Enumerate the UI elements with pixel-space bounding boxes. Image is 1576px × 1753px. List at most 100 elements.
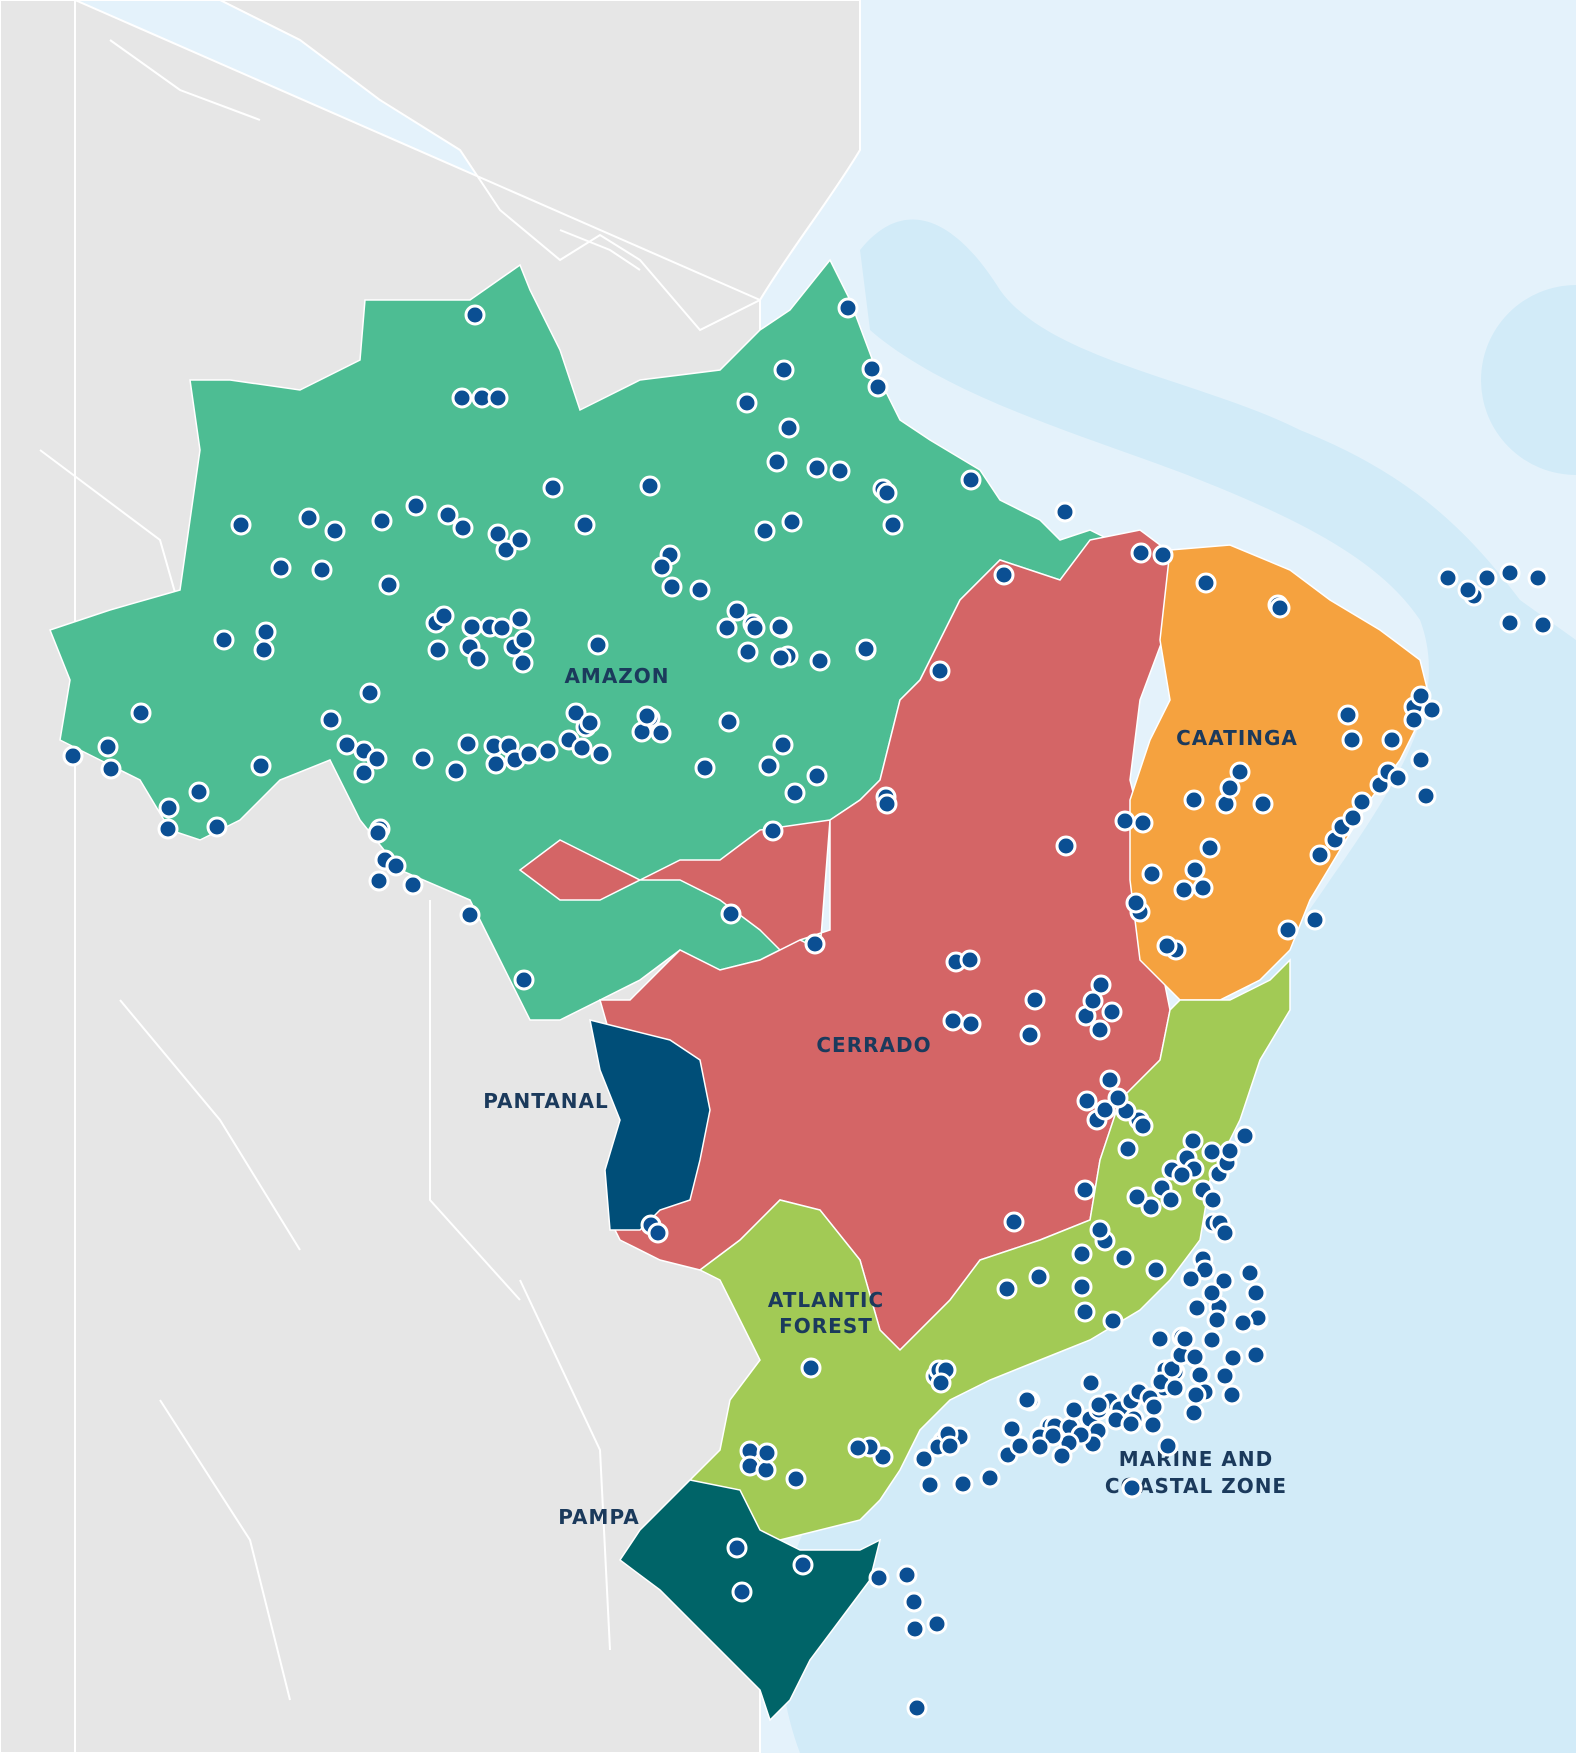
site-marker [737, 641, 759, 663]
site-marker [1173, 879, 1195, 901]
site-marker [861, 358, 883, 380]
site-marker [1174, 1328, 1196, 1350]
site-markers [62, 297, 1554, 1719]
site-marker [906, 1697, 928, 1719]
site-marker [806, 765, 828, 787]
site-marker [1156, 935, 1178, 957]
site-marker [1229, 761, 1251, 783]
site-marker [491, 617, 513, 639]
site-marker [158, 797, 180, 819]
site-marker [270, 557, 292, 579]
site-marker [427, 639, 449, 661]
site-marker [1019, 1024, 1041, 1046]
site-marker [896, 1564, 918, 1586]
site-marker [402, 874, 424, 896]
site-marker [778, 417, 800, 439]
site-marker [1195, 572, 1217, 594]
site-marker [1082, 990, 1104, 1012]
site-marker [366, 748, 388, 770]
label-atlantic-forest-line2: FOREST [779, 1314, 873, 1338]
site-marker [639, 475, 661, 497]
site-marker [485, 753, 507, 775]
site-marker [1042, 1425, 1064, 1447]
site-marker [1143, 1396, 1165, 1418]
site-marker [1186, 1297, 1208, 1319]
site-marker [311, 559, 333, 581]
site-marker [1094, 1099, 1116, 1121]
site-marker [590, 743, 612, 765]
site-marker [1009, 1435, 1031, 1457]
site-marker [1145, 1259, 1167, 1281]
site-marker [1142, 1414, 1164, 1436]
label-caatinga: CAATINGA [1176, 726, 1298, 750]
site-marker [1113, 1247, 1135, 1269]
site-marker [1252, 793, 1274, 815]
site-marker [726, 1537, 748, 1559]
site-marker [919, 1474, 941, 1496]
site-marker [461, 616, 483, 638]
site-marker [1003, 1211, 1025, 1233]
site-marker [930, 1372, 952, 1394]
site-marker [1180, 1268, 1202, 1290]
site-marker [255, 621, 277, 643]
site-marker [587, 634, 609, 656]
site-marker [1199, 837, 1221, 859]
site-marker [1132, 1115, 1154, 1137]
site-marker [1337, 704, 1359, 726]
site-marker [1101, 1001, 1123, 1023]
site-marker [809, 650, 831, 672]
site-marker [1476, 567, 1498, 589]
site-marker [336, 734, 358, 756]
site-marker [1051, 1445, 1073, 1467]
site-marker [542, 477, 564, 499]
site-marker [433, 605, 455, 627]
site-marker [459, 904, 481, 926]
site-marker [320, 709, 342, 731]
site-marker [367, 822, 389, 844]
site-marker [1088, 1394, 1110, 1416]
site-marker [744, 617, 766, 639]
site-marker [1410, 685, 1432, 707]
site-marker [1185, 1384, 1207, 1406]
site-marker [1071, 1243, 1093, 1265]
site-marker [1184, 1346, 1206, 1368]
site-marker [1090, 974, 1112, 996]
site-marker [800, 1357, 822, 1379]
site-marker [1499, 562, 1521, 584]
site-marker [1130, 542, 1152, 564]
site-marker [979, 1467, 1001, 1489]
site-marker [206, 816, 228, 838]
site-marker [1107, 1087, 1129, 1109]
site-marker [1351, 791, 1373, 813]
site-marker [230, 514, 252, 536]
site-marker [213, 629, 235, 651]
site-marker [762, 820, 784, 842]
site-marker [689, 579, 711, 601]
site-marker [513, 629, 535, 651]
site-marker [62, 745, 84, 767]
site-marker [1183, 789, 1205, 811]
site-marker [913, 1448, 935, 1470]
label-pampa: PAMPA [558, 1505, 640, 1529]
site-marker [1125, 892, 1147, 914]
site-marker [876, 482, 898, 504]
site-marker [97, 736, 119, 758]
site-marker [1387, 767, 1409, 789]
site-marker [1171, 1164, 1193, 1186]
site-marker [1182, 1130, 1204, 1152]
site-marker [157, 818, 179, 840]
site-marker [1192, 877, 1214, 899]
site-marker [1089, 1019, 1111, 1041]
site-marker [1024, 989, 1046, 1011]
site-marker [1381, 729, 1403, 751]
site-marker [1403, 709, 1425, 731]
site-marker [650, 722, 672, 744]
site-marker [736, 392, 758, 414]
site-marker [792, 1554, 814, 1576]
site-marker [855, 638, 877, 660]
site-marker [726, 600, 748, 622]
site-marker [926, 1613, 948, 1635]
site-marker [952, 1473, 974, 1495]
site-marker [1126, 1186, 1148, 1208]
